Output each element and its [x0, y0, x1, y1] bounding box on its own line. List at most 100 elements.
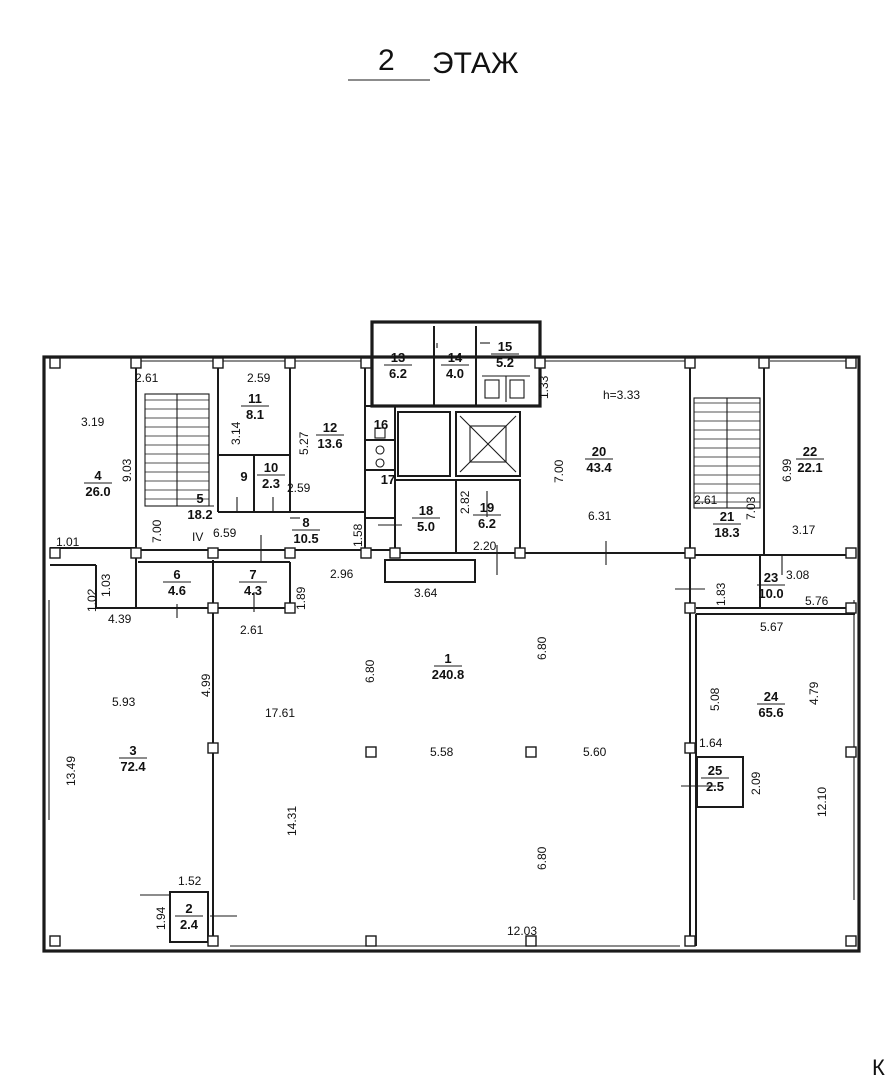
room-area: 5.2	[496, 355, 514, 370]
column	[845, 547, 857, 559]
dimension-label: 5.93	[112, 695, 136, 709]
room-8: 810.5	[292, 515, 320, 546]
column	[684, 357, 696, 369]
columns	[49, 357, 857, 947]
dimension-label: 2.96	[330, 567, 354, 581]
dimension-label: 3.17	[792, 523, 816, 537]
stair-steps	[145, 399, 760, 503]
room-area: 2.5	[706, 779, 724, 794]
dimension-label: 17.61	[265, 706, 295, 720]
dimension-label: 7.00	[552, 459, 566, 483]
room-7: 74.3	[239, 567, 267, 598]
room-number: 18	[419, 503, 433, 518]
dimension-label: 12.10	[815, 787, 829, 817]
column	[525, 935, 537, 947]
room-19: 196.2	[473, 500, 501, 531]
room-number: 21	[720, 509, 734, 524]
room-number: 23	[764, 570, 778, 585]
room-number: 16	[374, 417, 388, 432]
column	[845, 935, 857, 947]
room-area: 240.8	[432, 667, 465, 682]
column	[684, 547, 696, 559]
column	[130, 357, 142, 369]
room-area: 10.0	[758, 586, 783, 601]
room-6: 64.6	[163, 567, 191, 598]
column	[49, 547, 61, 559]
room-number: 25	[708, 763, 722, 778]
column	[684, 742, 696, 754]
dimension-label: 2.61	[240, 623, 264, 637]
column	[212, 357, 224, 369]
room-area: 6.2	[478, 516, 496, 531]
dimension-label: 6.31	[588, 509, 612, 523]
room-number: 24	[764, 689, 779, 704]
room-number: 20	[592, 444, 606, 459]
roman-numeral-label: IV	[192, 530, 203, 544]
dimension-label: 7.03	[744, 496, 758, 520]
outer-walls	[42, 320, 861, 953]
room-area: 72.4	[120, 759, 146, 774]
dimension-label: 1.89	[294, 586, 308, 610]
dimension-label: 5.08	[708, 687, 722, 711]
corner-mark: К	[872, 1055, 885, 1080]
column	[845, 602, 857, 614]
dimension-label: 1.03	[99, 573, 113, 597]
room-25: 252.5	[701, 763, 729, 794]
room-number: 4	[94, 468, 102, 483]
dimension-label: 2.59	[287, 481, 311, 495]
dimension-label: 3.14	[229, 421, 243, 445]
room-number: 6	[173, 567, 180, 582]
room-16: 16	[374, 417, 388, 432]
room-area: 22.1	[797, 460, 822, 475]
room-area: 43.4	[586, 460, 612, 475]
room-number: 17	[381, 472, 395, 487]
dimension-label: 7.00	[150, 519, 164, 543]
room-number: 9	[240, 469, 247, 484]
room-area: 4.6	[168, 583, 186, 598]
dimension-label: 2.82	[458, 490, 472, 514]
floor-word: ЭТАЖ	[432, 47, 519, 80]
column	[360, 357, 372, 369]
stair-left	[144, 393, 210, 507]
column	[49, 357, 61, 369]
dimension-label: 6.80	[363, 659, 377, 683]
room-number: 2	[185, 901, 192, 916]
dimension-label: 9.03	[120, 458, 134, 482]
room-3: 372.4	[119, 743, 147, 774]
dimension-label: 6.59	[213, 526, 237, 540]
room-9: 9	[240, 469, 247, 484]
column	[207, 602, 219, 614]
column	[284, 602, 296, 614]
room-number: 12	[323, 420, 337, 435]
ceiling-height-label: h=3.33	[603, 388, 640, 402]
room-number: 19	[480, 500, 494, 515]
dimension-label: 6.99	[780, 458, 794, 482]
column	[845, 746, 857, 758]
room-area: 5.0	[417, 519, 435, 534]
room-number: 22	[803, 444, 817, 459]
dimension-label: 2.61	[694, 493, 718, 507]
room-area: 26.0	[85, 484, 110, 499]
room-area: 4.3	[244, 583, 262, 598]
dimension-label: 6.80	[535, 636, 549, 660]
column	[845, 357, 857, 369]
column	[49, 935, 61, 947]
dimension-label: 1.64	[699, 736, 723, 750]
room-area: 18.2	[187, 507, 212, 522]
dimension-label: 3.19	[81, 415, 105, 429]
room-2: 22.4	[175, 901, 203, 932]
room-number: 1	[444, 651, 451, 666]
dimension-label: 6.80	[535, 846, 549, 870]
room-area: 10.5	[293, 531, 318, 546]
dimension-label: 5.76	[805, 594, 829, 608]
dimension-label: 2.20	[473, 539, 497, 553]
room-area: 6.2	[389, 366, 407, 381]
dimension-label: 4.99	[199, 673, 213, 697]
room-area: 18.3	[714, 525, 739, 540]
